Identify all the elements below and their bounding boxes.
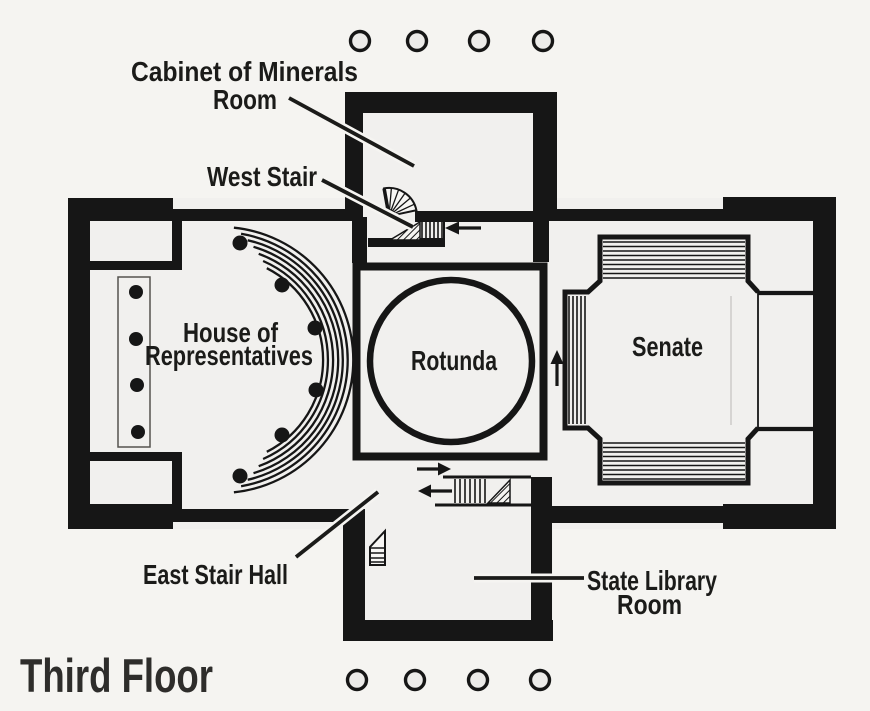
east-stair-landing-triangle — [486, 478, 511, 504]
column-dot-icon — [232, 468, 248, 484]
arrow-left-east-stair-icon — [418, 484, 452, 498]
arrow-left-west-stair-icon — [445, 221, 481, 235]
west-stair-winder-treads — [388, 188, 415, 215]
senate-gallery-south-hatch — [603, 442, 745, 480]
column-dot-icon — [307, 320, 323, 336]
column-dot-icon — [130, 378, 144, 392]
house-west-gallery — [117, 276, 151, 448]
portico-column-icon — [528, 668, 552, 692]
label-state-library-line1: State Library — [587, 565, 717, 596]
column-dot-icon — [232, 235, 248, 251]
portico-column-icon — [348, 29, 372, 53]
label-rotunda: Rotunda — [411, 345, 497, 376]
leader-cabinet-of-minerals — [288, 96, 415, 168]
label-west-stair: West Stair — [207, 161, 317, 192]
senate-chamber — [562, 234, 814, 486]
label-house-line1: House of — [183, 317, 279, 348]
east-stair — [435, 475, 531, 507]
arrow-right-rotunda-icon — [417, 462, 451, 476]
column-dot-icon — [129, 285, 143, 299]
house-colonnade-arc — [233, 226, 355, 494]
building-interior — [68, 92, 836, 641]
portico-column-icon — [403, 668, 427, 692]
west-stair-run-hatch — [421, 222, 443, 239]
rotunda-room — [352, 262, 548, 461]
house-colonnade-columns — [232, 235, 324, 484]
leader-west-stair — [321, 178, 414, 229]
west-stair — [382, 186, 445, 241]
column-dot-icon — [274, 277, 290, 293]
east-stair-run-hatch — [454, 479, 486, 503]
label-state-library-line2: Room — [617, 589, 682, 620]
west-stair-winder-edge — [382, 188, 390, 211]
walls — [68, 92, 836, 641]
column-dot-icon — [274, 427, 290, 443]
portico-columns-top — [348, 29, 555, 53]
flow-arrows — [417, 221, 564, 498]
column-dot-icon — [131, 425, 145, 439]
label-senate: Senate — [632, 331, 703, 362]
east-stair-rails — [435, 475, 531, 507]
east-stair-lower-flight — [369, 528, 386, 566]
leader-lines — [288, 96, 584, 580]
portico-column-icon — [466, 668, 490, 692]
senate-gallery-north-hatch — [603, 241, 745, 279]
column-dot-icon — [129, 332, 143, 346]
senate-gallery-west-hatch — [568, 296, 586, 424]
rotunda-circle — [366, 276, 536, 446]
portico-columns-bottom — [345, 668, 552, 692]
label-cabinet-of-minerals-line1: Cabinet of Minerals — [131, 56, 358, 87]
label-cabinet-of-minerals-line2: Room — [213, 84, 277, 115]
portico-column-icon — [467, 29, 491, 53]
portico-column-icon — [531, 29, 555, 53]
portico-column-icon — [405, 29, 429, 53]
column-dot-icon — [308, 382, 324, 398]
page-title: Third Floor — [20, 649, 213, 702]
label-east-stair-hall: East Stair Hall — [143, 559, 288, 590]
portico-column-icon — [345, 668, 369, 692]
arrow-up-senate-icon — [550, 350, 564, 386]
leader-east-stair-hall — [294, 490, 380, 559]
senate-outline — [562, 234, 760, 486]
senate-east-alcove-lines — [758, 290, 814, 432]
label-house-line2: Representatives — [145, 340, 313, 371]
